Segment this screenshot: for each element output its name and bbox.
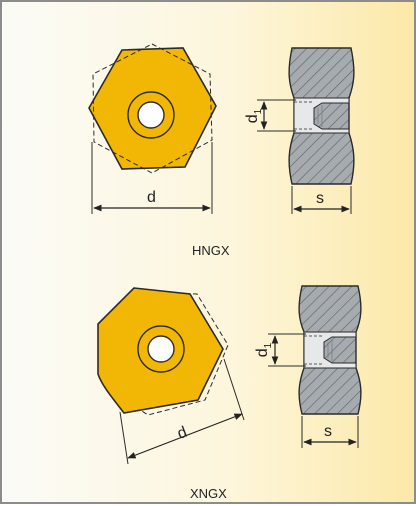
hngx-hole-inner: [137, 101, 165, 129]
xngx-ext-left: [119, 411, 129, 465]
xngx-d-label: d: [175, 424, 189, 443]
xngx-section-body: [298, 285, 362, 415]
hngx-section-body: [288, 47, 355, 185]
xngx-d-dimension-line: [127, 413, 243, 459]
xngx-d1-label: d1: [254, 342, 274, 357]
hngx-caption: HNGX: [192, 243, 230, 258]
xngx-s-label: s: [324, 423, 332, 440]
hngx-d1-label: d1: [244, 108, 264, 123]
hngx-s-label: s: [316, 190, 324, 207]
xngx-ext-right: [223, 358, 245, 421]
xngx-section-view: d1 s: [254, 285, 362, 448]
hngx-section-view: d1 s: [244, 47, 355, 214]
hngx-front-view: d: [88, 43, 217, 214]
hngx-d-label: d: [147, 189, 156, 206]
hngx-section-bore: [293, 97, 350, 134]
xngx-front-view: d: [97, 287, 245, 465]
xngx-section-bore: [303, 331, 357, 369]
xngx-caption: XNGX: [190, 486, 227, 501]
hngx-dashed-outline: [92, 43, 213, 174]
xngx-hole-inner: [147, 335, 175, 363]
